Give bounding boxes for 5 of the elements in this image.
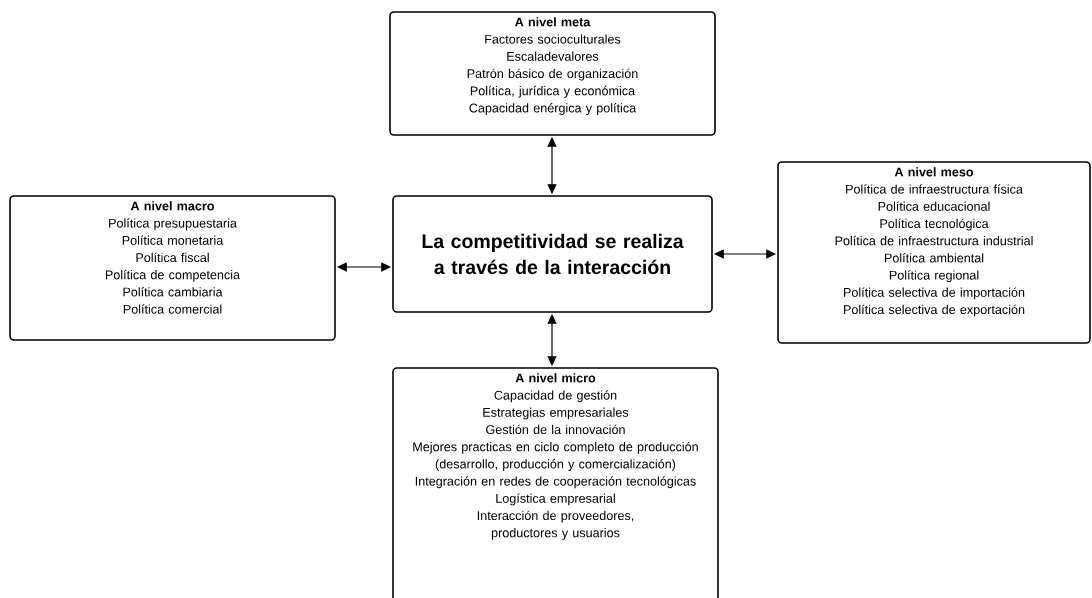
central-box: La competitividad se realiza a través de la interacción [392,195,713,313]
level-box: A nivel meso Política de infraestructura física Política educacional Política tecnológica Política de infraestructura industrial Política ambiental Política regional Política selectiva de importación Política selectiva de exportación [777,161,1091,344]
level-box: A nivel meta Factores socioculturales Escaladevalores Patrón básico de organización Política, jurídica y económica Capacidad enérgica y política [389,11,716,136]
level-box: A nivel macro Política presupuestaria Política monetaria Política fiscal Política de competencia Política cambiaria Política comercial [9,195,336,341]
level-box: A nivel micro Capacidad de gestión Estrategias empresariales Gestión de la innovación Mejores practicas en ciclo completo de producción (desarrollo, producción y comercialización) Integración en redes de cooperación tecnológicas Logística empresarial Interacción de proveedores, productores y usuarios [392,367,719,598]
